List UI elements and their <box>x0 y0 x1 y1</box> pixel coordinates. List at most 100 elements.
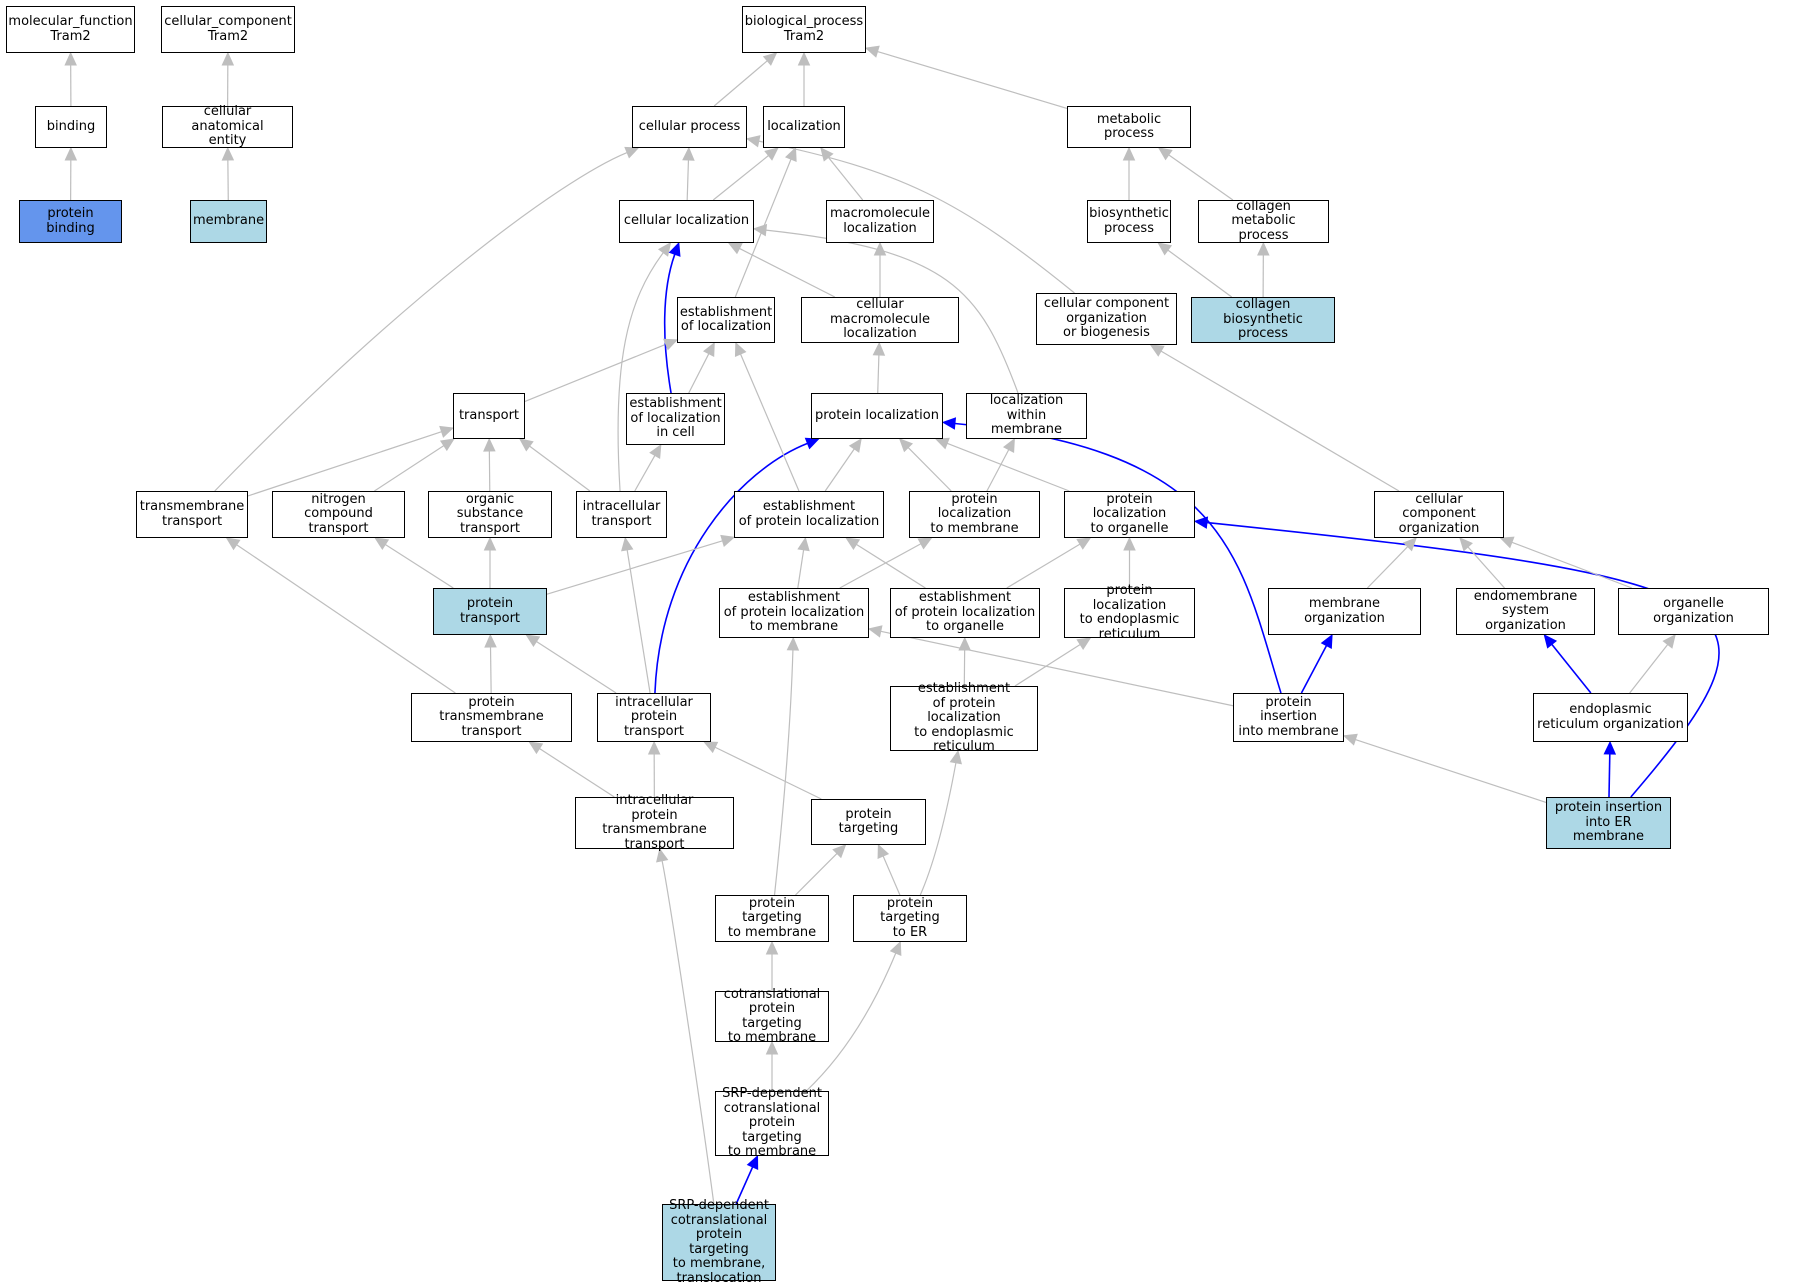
edge-establishment-protein-localization-to-establishment-localization-arrowhead <box>734 341 747 357</box>
node-protein-insertion-into-er-membrane[interactable]: protein insertion into ER membrane <box>1546 797 1671 849</box>
node-intracellular-protein-transmembrane-transport[interactable]: intracellular protein transmembrane tran… <box>575 793 734 851</box>
node-collagen-biosynthetic-process[interactable]: collagen biosynthetic process <box>1191 297 1335 343</box>
node-metabolic-process[interactable]: metabolic process <box>1067 106 1191 148</box>
edge-er-organization-to-endomembrane-system-organization-arrowhead <box>1543 634 1558 649</box>
edge-epl-organelle-to-protein-localization-organelle <box>1006 543 1081 589</box>
node-cellular-macromolecule-localization[interactable]: cellular macromolecule localization <box>801 297 959 343</box>
edge-epl-membrane-to-establishment-protein-localization-arrowhead <box>797 536 810 552</box>
edge-epl-membrane-to-protein-localization-membrane-arrowhead <box>917 537 933 550</box>
node-protein-localization-to-er[interactable]: protein localization to endoplasmic reti… <box>1064 583 1195 641</box>
edge-nitrogen-compound-transport-to-transport <box>374 445 445 492</box>
node-cellular-component-organization[interactable]: cellular component organization <box>1374 491 1504 538</box>
node-endoplasmic-reticulum-organization[interactable]: endoplasmic reticulum organization <box>1533 693 1688 742</box>
node-cotranslational-protein-targeting-to-membrane[interactable]: cotranslational protein targeting to mem… <box>715 987 829 1045</box>
edge-protein-transport-to-nitrogen-compound-transport <box>384 543 454 589</box>
edge-localization-to-bp-root-arrowhead <box>797 51 811 66</box>
node-protein-localization-to-membrane[interactable]: protein localization to membrane <box>909 491 1040 538</box>
node-protein-transmembrane-transport[interactable]: protein transmembrane transport <box>411 693 572 742</box>
edge-collagen-metabolic-to-metabolic-process-arrowhead <box>1157 147 1173 161</box>
node-protein-insertion-into-membrane[interactable]: protein insertion into membrane <box>1233 693 1344 742</box>
edge-pt-membrane-to-epl-membrane <box>773 649 794 896</box>
edge-protein-transport-to-establishment-protein-localization-arrowhead <box>720 534 736 547</box>
node-endomembrane-system-organization[interactable]: endomembrane system organization <box>1456 588 1595 635</box>
edge-membrane-to-cae-arrowhead <box>221 146 235 161</box>
edge-endomembrane-system-organization-to-cellular-component-organization-arrowhead <box>1459 537 1473 552</box>
edge-cotranslational-to-pt-membrane-arrowhead <box>765 940 779 955</box>
edge-cellular-macromolecule-localization-to-cellular-localization <box>739 247 836 298</box>
edge-protein-transmembrane-transport-to-transmembrane-transport-arrowhead <box>225 537 241 551</box>
node-intracellular-protein-transport[interactable]: intracellular protein transport <box>597 693 711 742</box>
edge-er-organization-to-organelle-organization <box>1629 644 1669 694</box>
edge-protein-localization-to-cellular-macromolecule-localization <box>877 354 880 394</box>
node-protein-targeting[interactable]: protein targeting <box>811 799 926 845</box>
edge-epl-organelle-to-establishment-protein-localization-arrowhead <box>845 537 861 550</box>
node-protein-targeting-to-er[interactable]: protein targeting to ER <box>853 895 967 942</box>
edge-establishment-protein-localization-to-establishment-localization <box>739 353 800 492</box>
node-localization[interactable]: localization <box>763 106 845 148</box>
edge-srp-targeting-to-pt-er-arrowhead <box>889 940 902 956</box>
edge-intracellular-protein-transport-to-protein-localization-arrowhead <box>804 437 820 450</box>
edge-protein-localization-membrane-to-localization-within-membrane <box>986 449 1010 492</box>
node-organic-substance-transport[interactable]: organic substance transport <box>428 491 552 538</box>
node-srp-dependent-translocation[interactable]: SRP-dependent cotranslational protein ta… <box>662 1198 776 1285</box>
edge-pt-membrane-to-protein-targeting <box>795 853 838 896</box>
edge-endomembrane-system-organization-to-cellular-component-organization <box>1467 546 1505 589</box>
edge-intracellular-transport-to-transport-arrowhead <box>518 438 534 452</box>
node-srp-dependent-cotranslational-protein-targeting[interactable]: SRP-dependent cotranslational protein ta… <box>715 1087 829 1159</box>
edge-intracellular-transport-to-transport <box>529 445 591 492</box>
edge-epl-er-to-pl-er <box>1014 643 1081 687</box>
node-cellular-process[interactable]: cellular process <box>632 106 747 148</box>
node-biological-process-root[interactable]: biological_process Tram2 <box>742 6 866 53</box>
node-cellular-localization[interactable]: cellular localization <box>619 200 754 243</box>
node-protein-localization[interactable]: protein localization <box>811 393 943 439</box>
edge-protein-insertion-er-to-protein-localization-organelle <box>1206 521 1720 798</box>
edge-establishment-localization-cell-to-establishment-localization <box>688 353 710 394</box>
edge-pt-membrane-to-epl-membrane-arrowhead <box>786 636 800 651</box>
node-protein-transport[interactable]: protein transport <box>433 588 547 635</box>
edge-metabolic-process-to-bp-root <box>877 50 1068 109</box>
edge-protein-localization-membrane-to-protein-localization <box>907 447 952 492</box>
node-cellular-component-organization-or-biogenesis[interactable]: cellular component organization or bioge… <box>1036 293 1177 345</box>
edge-intracellular-protein-transport-to-intracellular-transport-arrowhead <box>621 536 634 552</box>
edge-intracellular-transport-to-establishment-localization-cell-arrowhead <box>649 443 662 459</box>
edge-organelle-organization-to-cellular-component-organization-arrowhead <box>1499 536 1515 549</box>
edge-cellular-localization-to-cellular-process <box>686 159 690 201</box>
node-establishment-of-protein-localization[interactable]: establishment of protein localization <box>734 491 884 538</box>
node-macromolecule-localization[interactable]: macromolecule localization <box>826 200 934 243</box>
edge-macromolecule-localization-to-localization <box>827 156 864 201</box>
node-nitrogen-compound-transport[interactable]: nitrogen compound transport <box>272 491 405 538</box>
edge-protein-localization-organelle-to-protein-localization-arrowhead <box>934 437 950 450</box>
edge-protein-insertion-membrane-to-epl-membrane-arrowhead <box>867 625 883 638</box>
node-protein-targeting-to-membrane[interactable]: protein targeting to membrane <box>715 895 829 942</box>
node-organelle-organization[interactable]: organelle organization <box>1618 588 1769 635</box>
node-cellular-anatomical-entity[interactable]: cellular anatomical entity <box>162 105 293 148</box>
node-cellular-component-root[interactable]: cellular_component Tram2 <box>161 6 295 53</box>
edge-protein-localization-membrane-to-protein-localization-arrowhead <box>898 438 914 453</box>
edge-pt-membrane-to-protein-targeting-arrowhead <box>832 844 847 859</box>
edge-localization-within-membrane-to-cellular-localization-arrowhead <box>752 223 768 237</box>
node-binding[interactable]: binding <box>35 106 107 148</box>
node-biosynthetic-process[interactable]: biosynthetic process <box>1087 200 1171 243</box>
node-membrane[interactable]: membrane <box>190 200 267 243</box>
edge-pt-er-to-epl-er-arrowhead <box>949 749 963 765</box>
edge-intracellular-protein-transport-to-intracellular-transport <box>626 549 651 694</box>
node-transport[interactable]: transport <box>453 393 525 439</box>
node-protein-localization-to-organelle[interactable]: protein localization to organelle <box>1064 491 1195 538</box>
edge-cellular-localization-to-cellular-process-arrowhead <box>682 146 695 161</box>
node-establishment-of-protein-localization-to-er[interactable]: establishment of protein localization to… <box>890 682 1038 754</box>
edge-transmembrane-transport-to-cellular-process <box>214 151 628 492</box>
node-localization-within-membrane[interactable]: localization within membrane <box>966 393 1087 439</box>
edge-cae-to-cc-root-arrowhead <box>221 51 235 66</box>
node-protein-binding[interactable]: protein binding <box>19 200 122 243</box>
node-establishment-of-protein-localization-to-organelle[interactable]: establishment of protein localization to… <box>890 588 1040 638</box>
node-intracellular-transport[interactable]: intracellular transport <box>576 491 667 538</box>
edge-er-organization-to-organelle-organization-arrowhead <box>1662 634 1676 649</box>
node-collagen-metabolic-process[interactable]: collagen metabolic process <box>1198 199 1329 243</box>
node-establishment-of-protein-localization-to-membrane[interactable]: establishment of protein localization to… <box>719 588 869 638</box>
node-molecular-function-root[interactable]: molecular_function Tram2 <box>6 6 135 53</box>
node-transmembrane-transport[interactable]: transmembrane transport <box>136 491 248 538</box>
node-establishment-of-localization[interactable]: establishment of localization <box>677 297 775 343</box>
edge-intracellular-transport-to-establishment-localization-cell <box>634 455 656 492</box>
node-establishment-of-localization-in-cell[interactable]: establishment of localization in cell <box>626 393 725 445</box>
node-membrane-organization[interactable]: membrane organization <box>1268 588 1421 635</box>
